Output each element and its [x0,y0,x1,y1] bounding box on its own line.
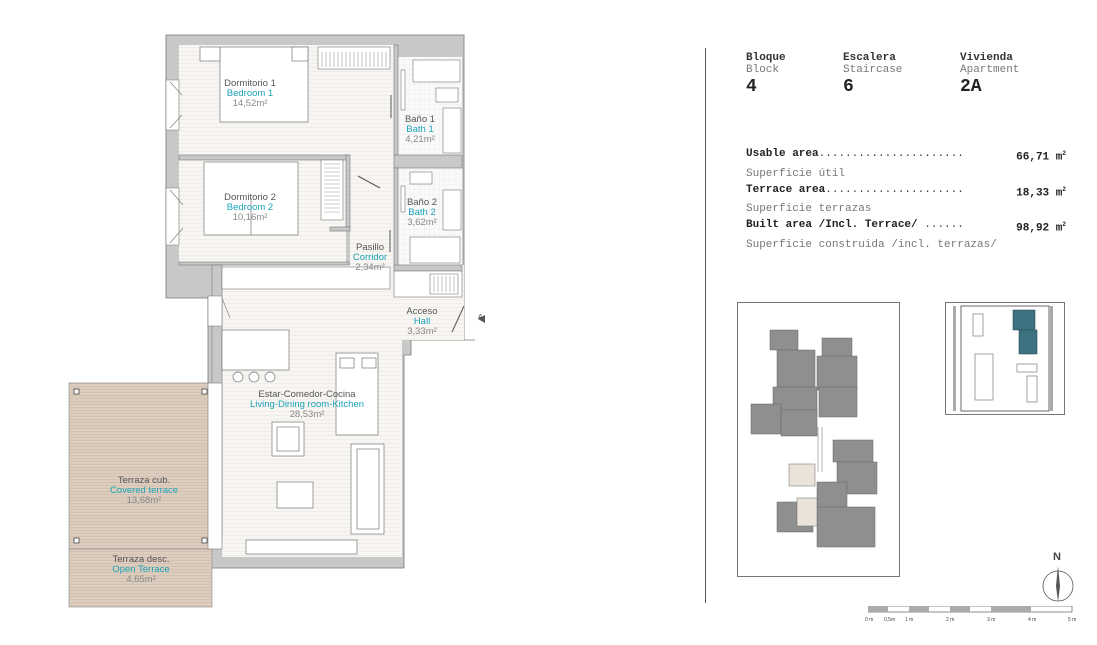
kitchen-island [221,329,290,383]
entrance-door [451,305,465,333]
block-info: Bloque Block 4 [746,52,786,97]
scale-3: 3 m [987,617,996,623]
scale-2: 2 m [946,617,955,623]
wardrobe-2 [320,159,344,221]
divider-line [705,48,706,603]
staircase-info: Escalera Staircase 6 [843,52,903,97]
wardrobe-1 [317,46,391,70]
armchair [271,421,305,457]
location-map [945,302,1065,415]
scale-05: 0,5m [884,617,896,623]
sofa [350,443,385,535]
area-summary: Usable area...................... 66,71 … [746,148,1066,251]
entry-arrow-icon [478,315,485,323]
open-terrace [68,548,213,608]
scale-0: 0 m [865,617,874,623]
scale-5: 5 m [1068,617,1077,623]
site-key-plan [737,302,900,577]
corridor-floor [350,155,396,265]
bed-2 [203,161,299,236]
apartment-info: Vivienda Apartment 2A [960,52,1020,97]
covered-terrace [68,382,213,550]
kitchen-counter [221,266,391,290]
window-bedroom2 [165,187,180,246]
entry-marker-label: A [478,314,483,321]
scale-4: 4 m [1028,617,1037,623]
north-arrow-icon [1042,566,1074,602]
north-label: N [1053,551,1061,563]
door-bedroom2 [357,175,381,189]
floor-plan [68,34,485,608]
tv-unit [245,539,358,555]
scale-1: 1 m [905,617,914,623]
window-bedroom1 [165,79,180,131]
scale-bar [868,606,1073,613]
bed-1 [199,46,309,123]
bath2-fixtures [400,171,462,264]
hall-storage [393,270,463,298]
bath1-fixtures [400,59,462,154]
terrace-columns [73,388,208,544]
dining-table [335,352,379,436]
coffee-table [276,481,314,509]
window-living-left [207,295,223,327]
